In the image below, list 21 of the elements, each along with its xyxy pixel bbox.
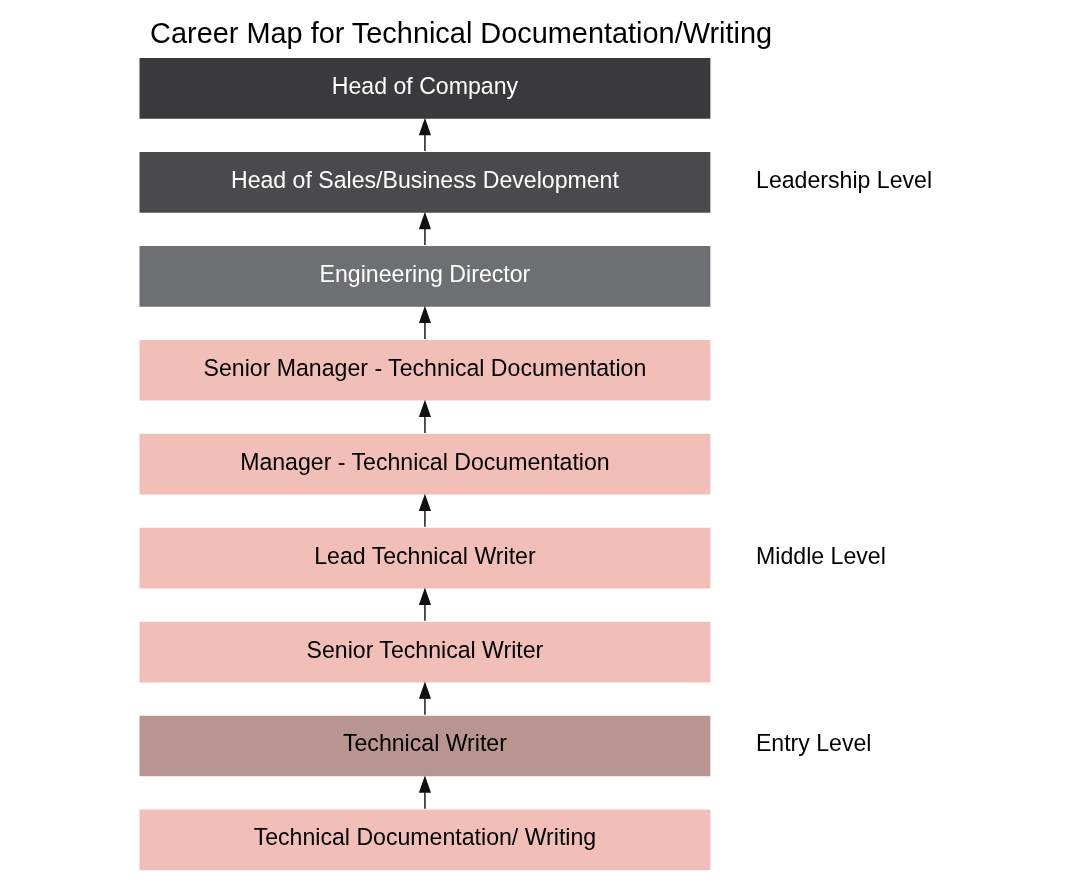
arrow [418, 681, 431, 716]
node-box: Manager - Technical Documentation [138, 432, 712, 496]
arrow [418, 399, 431, 434]
arrow [418, 305, 431, 340]
label: Middle Level [756, 542, 886, 569]
label: Entry Level [755, 730, 872, 757]
node-box: Technical Documentation/ Writing [138, 808, 712, 872]
arrow [418, 117, 431, 152]
label: Leadership Level [756, 166, 933, 193]
node-box: Head of Company [138, 56, 712, 121]
node-box: Engineering Director [138, 244, 712, 309]
arrow [418, 587, 431, 622]
arrow [418, 775, 431, 810]
node-box: Senior Technical Writer [138, 620, 712, 684]
arrow [418, 493, 431, 528]
node-box: Lead Technical Writer [138, 526, 712, 590]
arrow [418, 211, 431, 246]
node-box: Senior Manager - Technical Documentation [138, 338, 712, 403]
node-box: Head of Sales/Business Development [138, 150, 712, 215]
diagram-title: Career Map for Technical Documentation/Writing [150, 16, 773, 49]
node-box: Technical Writer [138, 714, 712, 778]
